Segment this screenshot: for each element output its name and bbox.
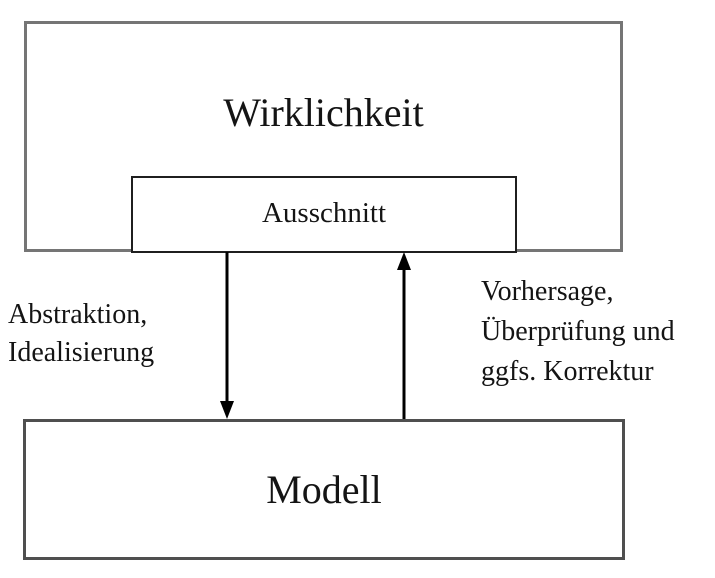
abstraction-label-line-2: Idealisierung (8, 337, 155, 368)
abstraction-arrow (220, 252, 234, 419)
ausschnitt-box: Ausschnitt (131, 176, 517, 253)
modell-label: Modell (266, 466, 382, 512)
ausschnitt-label: Ausschnitt (261, 196, 387, 229)
feedback-arrowhead-up-icon (397, 252, 411, 270)
feedback-label-line-3: ggfs. Korrektur (481, 356, 654, 387)
modell-box: Modell (23, 419, 625, 560)
wirklichkeit-label: Wirklichkeit (223, 90, 424, 135)
feedback-arrow-label: Vorhersage, Überprüfung und ggfs. Korrek… (481, 272, 675, 392)
abstraction-label-line-1: Abstraktion, (8, 299, 148, 330)
feedback-label-line-2: Überprüfung und (481, 316, 675, 347)
abstraction-arrow-label: Abstraktion, Idealisierung (8, 296, 154, 372)
abstraction-arrowhead-down-icon (220, 401, 234, 419)
feedback-arrow (397, 252, 411, 419)
feedback-label-line-1: Vorhersage, (481, 276, 614, 307)
